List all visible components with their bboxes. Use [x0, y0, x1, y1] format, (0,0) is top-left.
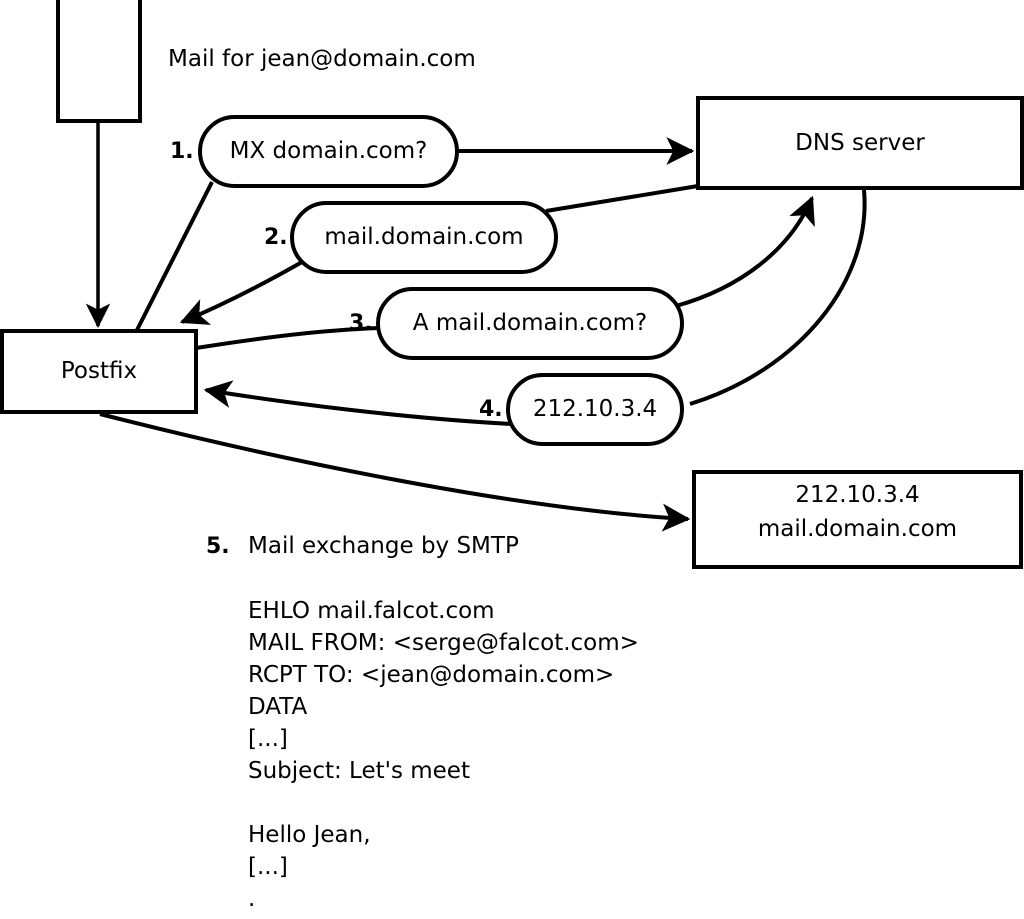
smtp-transcript-line: [...] [248, 726, 288, 752]
edge-step4-dns-to-bubble [689, 189, 867, 406]
step-1-number: 1. [170, 139, 194, 164]
step-5-number: 5. [206, 534, 230, 559]
smtp-transcript-line: MAIL FROM: <serge@falcot.com> [248, 630, 639, 656]
step-4-number: 4. [479, 397, 503, 422]
edge-step5-postfix-to-target [99, 412, 691, 532]
smtp-transcript-line: RCPT TO: <jean@domain.com> [248, 662, 615, 688]
edge-step1-postfix-to-bubble [135, 181, 214, 331]
smtp-transcript-line: DATA [248, 694, 308, 720]
bubble-step2 [290, 201, 558, 274]
smtp-transcript-line: . [248, 886, 256, 912]
postfix-box [0, 329, 198, 414]
page-title: Mail for jean@domain.com [168, 46, 476, 72]
smtp-transcript-line [248, 787, 639, 819]
edge-step2-dns-to-bubble [545, 184, 699, 213]
dns-server-box [696, 96, 1024, 190]
bubble-step3 [376, 287, 684, 360]
step-2-number: 2. [264, 225, 288, 250]
smtp-transcript-line: Hello Jean, [248, 822, 371, 848]
step-3-number: 3. [349, 311, 373, 336]
bubble-step4 [506, 373, 684, 446]
smtp-transcript-line: EHLO mail.falcot.com [248, 598, 495, 624]
edge-step4-bubble-to-postfix [203, 380, 513, 426]
edge-step3-postfix-to-bubble [195, 326, 381, 350]
sender-box [56, 0, 142, 123]
smtp-transcript-line: Subject: Let's meet [248, 758, 470, 784]
smtp-transcript-line: [...] [248, 854, 288, 880]
edge-step2-bubble-to-postfix [179, 260, 303, 325]
step-5-label: Mail exchange by SMTP [248, 533, 519, 559]
edge-step3-bubble-to-dns [675, 195, 815, 308]
bubble-step1 [198, 115, 459, 188]
target-server-box [692, 470, 1023, 569]
